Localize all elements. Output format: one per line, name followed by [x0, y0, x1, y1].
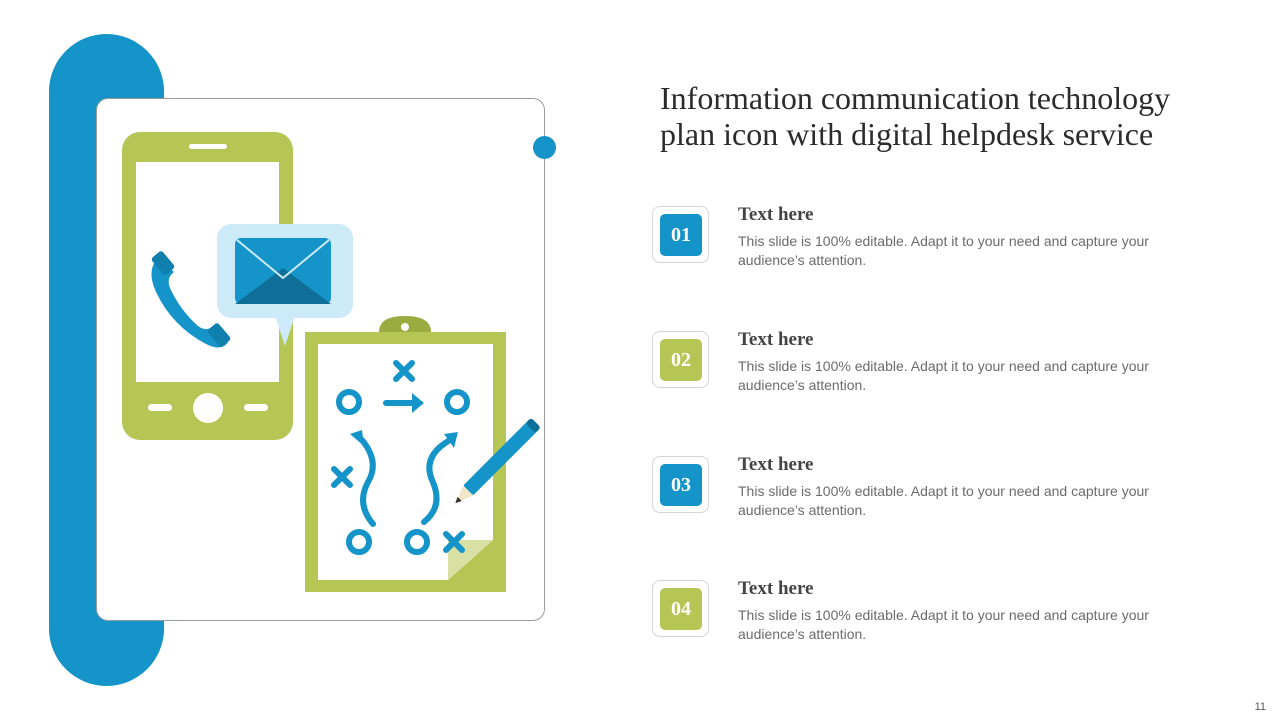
- number-badge: 01: [660, 214, 702, 256]
- item-heading: Text here: [738, 204, 814, 225]
- item-description: This slide is 100% editable. Adapt it to…: [738, 358, 1149, 393]
- number-badge: 02: [660, 339, 702, 381]
- list-item: 02 Text here This slide is 100% editable…: [652, 329, 1222, 393]
- list-item: 04 Text here This slide is 100% editable…: [652, 578, 1222, 642]
- number-badge: 04: [660, 588, 702, 630]
- list-item: 01 Text here This slide is 100% editable…: [652, 204, 1222, 268]
- number-badge-frame: 04: [652, 580, 709, 637]
- item-heading: Text here: [738, 578, 814, 599]
- item-description: This slide is 100% editable. Adapt it to…: [738, 483, 1149, 518]
- number-badge-frame: 02: [652, 331, 709, 388]
- item-description: This slide is 100% editable. Adapt it to…: [738, 607, 1149, 642]
- item-description: This slide is 100% editable. Adapt it to…: [738, 233, 1149, 268]
- item-heading: Text here: [738, 329, 814, 350]
- number-badge: 03: [660, 464, 702, 506]
- decorative-dot: [533, 136, 556, 159]
- slide-title: Information communication technology pla…: [660, 80, 1171, 152]
- pencil-icon: [455, 418, 540, 504]
- list-item: 03 Text here This slide is 100% editable…: [652, 454, 1222, 518]
- clipboard-strategy-icon: [305, 316, 506, 592]
- envelope-icon: [217, 224, 353, 346]
- number-badge-frame: 01: [652, 206, 709, 263]
- phone-handset-icon: [151, 251, 231, 348]
- number-badge-frame: 03: [652, 456, 709, 513]
- page-number: 11: [1254, 701, 1266, 713]
- helpdesk-illustration: [122, 132, 540, 592]
- item-heading: Text here: [738, 454, 814, 475]
